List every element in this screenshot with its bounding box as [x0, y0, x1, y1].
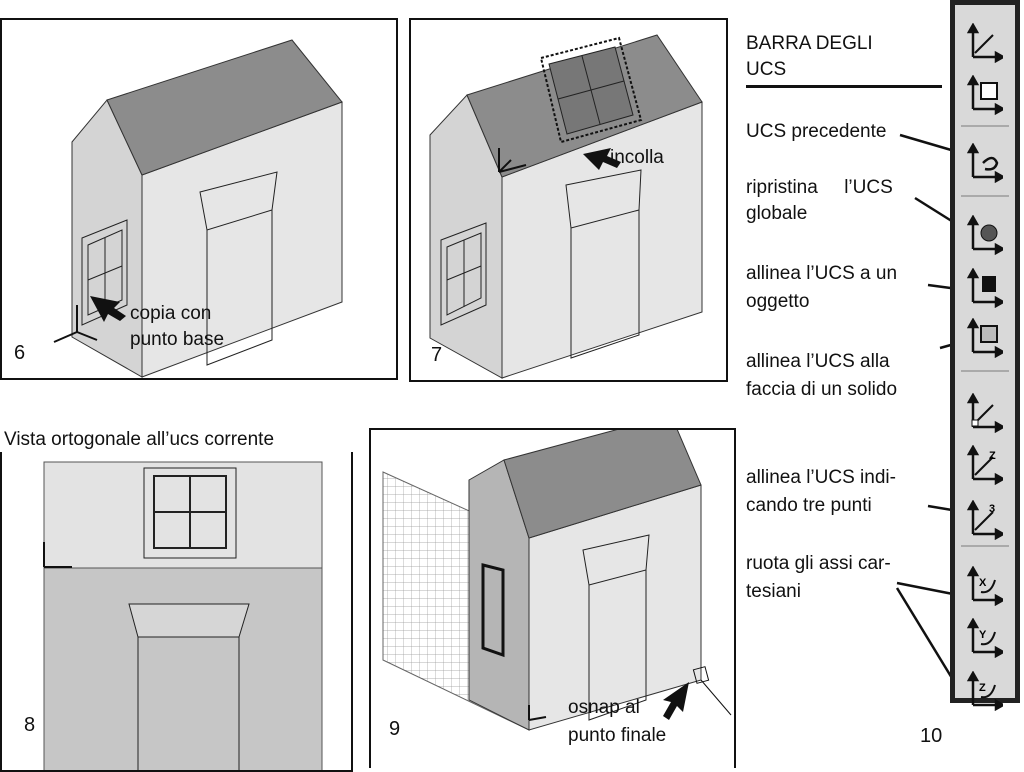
z-axis-vector-ucs-icon[interactable]: Z — [967, 445, 1003, 485]
ucs-axis-icon — [53, 305, 98, 343]
ucs-previous-icon[interactable] — [967, 143, 1003, 183]
legend-world-ucs-line1: ripristina l’UCS — [746, 177, 893, 198]
callout-copy-line1: copia con — [130, 303, 212, 324]
panel-6-copy-base-point: copia con punto base 6 — [0, 18, 398, 380]
legend-object-ucs-line2: oggetto — [746, 291, 810, 312]
arrow-icon — [663, 682, 689, 720]
figure-number: 8 — [24, 714, 36, 736]
svg-text:Z: Z — [989, 450, 996, 462]
svg-text:3: 3 — [989, 503, 995, 515]
legend-heading-line2: UCS — [746, 59, 787, 80]
legend-heading-line1: BARRA DEGLI — [746, 33, 873, 54]
legend-face-ucs-line2: faccia di un solido — [746, 379, 898, 400]
ucs-axis-icon — [43, 542, 72, 568]
callout-osnap-line2: punto finale — [568, 725, 667, 746]
legend-ucs-previous: UCS precedente — [746, 121, 887, 142]
toolbar-separator — [961, 545, 1009, 547]
svg-text:Y: Y — [979, 629, 987, 641]
callout-paste: incolla — [610, 147, 664, 168]
arrow-icon — [583, 148, 621, 170]
panel-9-osnap-endpoint: osnap al punto finale 9 — [369, 428, 736, 768]
house-drawing-6 — [53, 39, 343, 378]
svg-text:X: X — [979, 577, 987, 589]
legend-face-ucs-line1: allinea l’UCS alla — [746, 351, 890, 372]
house-drawing-9 — [382, 430, 732, 731]
house-drawing-8 — [43, 461, 323, 770]
callout-osnap-line1: osnap al — [568, 697, 640, 718]
world-ucs-icon[interactable] — [967, 215, 1003, 255]
x-rotate-ucs-icon[interactable]: X — [967, 566, 1003, 606]
svg-text:Z: Z — [979, 682, 986, 694]
z-rotate-ucs-icon[interactable]: Z — [967, 671, 1003, 711]
ucs-axis-icon — [498, 148, 527, 173]
ucs-axis-icon — [528, 705, 547, 721]
panel-8-orthogonal-view: 8 — [0, 452, 353, 772]
house-drawing-7 — [429, 34, 703, 379]
toolbar-separator — [961, 125, 1009, 127]
ucs-icon[interactable] — [967, 23, 1003, 63]
figure-number: 7 — [431, 344, 443, 366]
y-rotate-ucs-icon[interactable]: Y — [967, 618, 1003, 658]
legend-3point-ucs-line1: allinea l’UCS indi- — [746, 467, 896, 488]
toolbar-separator — [961, 195, 1009, 197]
panel-7-paste: incolla 7 — [409, 18, 728, 382]
toolbar-separator — [961, 370, 1009, 372]
3-point-ucs-icon[interactable]: 3 — [967, 500, 1003, 540]
callout-copy-line2: punto base — [130, 329, 225, 350]
legend-object-ucs-line1: allinea l’UCS a un — [746, 263, 898, 284]
face-ucs-icon[interactable] — [967, 318, 1003, 358]
object-ucs-icon[interactable] — [967, 268, 1003, 308]
figure-number: 10 — [920, 725, 943, 747]
arrow-icon — [90, 296, 126, 322]
figure-number: 6 — [14, 342, 26, 364]
legend-world-ucs-line2: globale — [746, 203, 808, 224]
heading-underline — [746, 85, 942, 88]
legend-rotate-line1: ruota gli assi car- — [746, 553, 891, 574]
figure-number: 9 — [389, 718, 401, 740]
legend-rotate-line2: tesiani — [746, 581, 801, 602]
panel-8-title: Vista ortogonale all’ucs corrente — [4, 429, 275, 450]
origin-ucs-icon[interactable] — [967, 393, 1003, 433]
legend-3point-ucs-line2: cando tre punti — [746, 495, 872, 516]
named-ucs-icon[interactable] — [967, 75, 1003, 115]
